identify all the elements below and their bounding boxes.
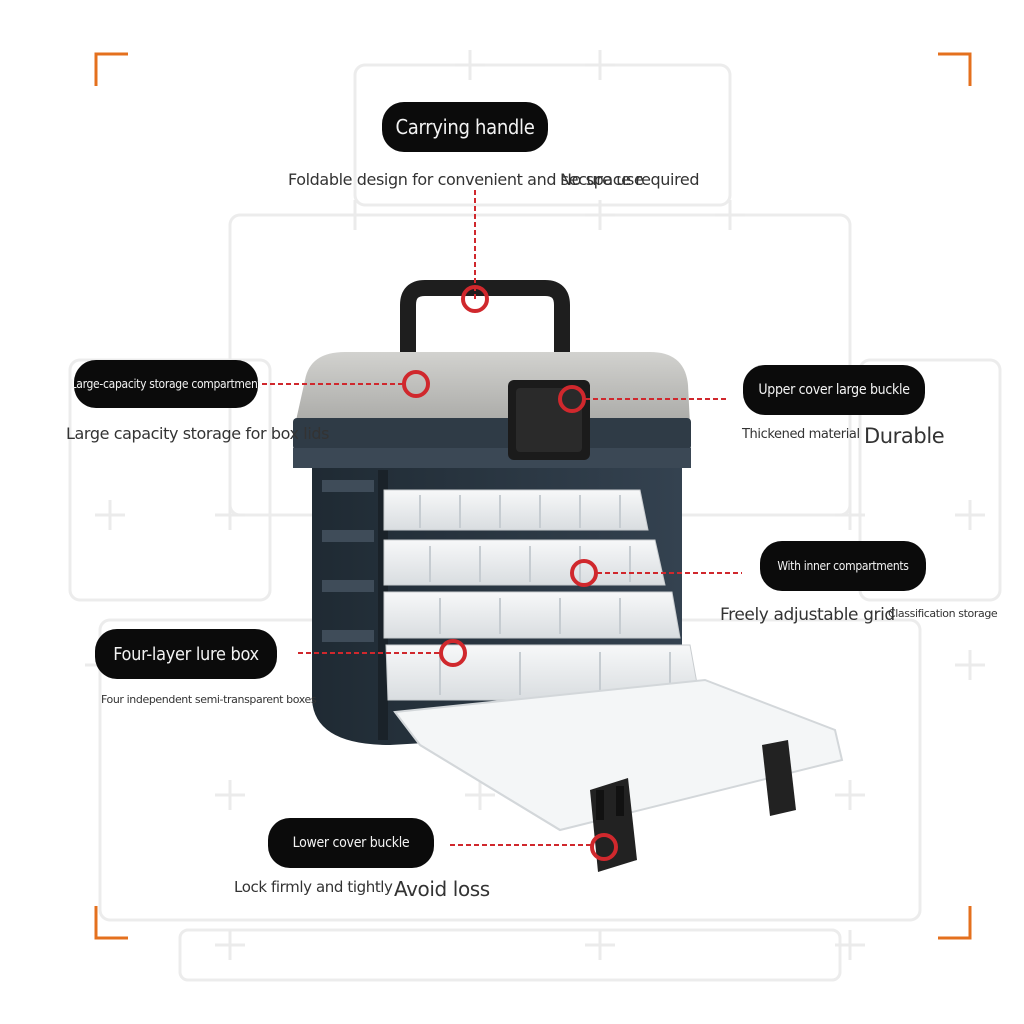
marker-ring-icon — [461, 285, 489, 313]
lure-box-caption: Four independent semi-transparent boxes — [101, 693, 317, 706]
upper-buckle-label: Upper cover large buckle — [743, 365, 925, 415]
carrying-handle — [400, 280, 570, 360]
marker-ring-icon — [439, 639, 467, 667]
upper-buckle — [508, 380, 590, 460]
carrying-handle-caption: Foldable design for convenient and secur… — [288, 170, 644, 189]
marker-ring-icon — [570, 559, 598, 587]
lower-buckles — [590, 740, 796, 872]
lure-box-label: Four-layer lure box — [95, 629, 277, 679]
upper-buckle-emphasis: Durable — [864, 424, 945, 448]
lower-buckle-emphasis: Avoid loss — [394, 877, 490, 901]
corner-bracket-icon — [94, 52, 128, 86]
carrying-handle-label: Carrying handle — [382, 102, 548, 152]
inner-compartments-label: With inner compartments — [760, 541, 926, 591]
corner-bracket-icon — [938, 906, 972, 940]
marker-ring-icon — [590, 833, 618, 861]
storage-compartment-caption: Large capacity storage for box lids — [66, 424, 330, 443]
marker-ring-icon — [558, 385, 586, 413]
inner-compartments-caption-small: Classification storage — [888, 607, 998, 620]
corner-bracket-icon — [938, 52, 972, 86]
storage-compartment-label: Large-capacity storage compartment — [71, 360, 262, 408]
carrying-handle-caption-extra: No space required — [560, 170, 700, 189]
upper-buckle-caption: Thickened material — [742, 427, 860, 442]
lower-buckle-label: Lower cover buckle — [268, 818, 434, 868]
corner-bracket-icon — [94, 906, 128, 940]
marker-ring-icon — [402, 370, 430, 398]
lower-buckle-caption: Lock firmly and tightly — [234, 878, 393, 896]
box-lid — [293, 352, 691, 468]
inner-compartments-caption: Freely adjustable grid — [720, 605, 895, 625]
